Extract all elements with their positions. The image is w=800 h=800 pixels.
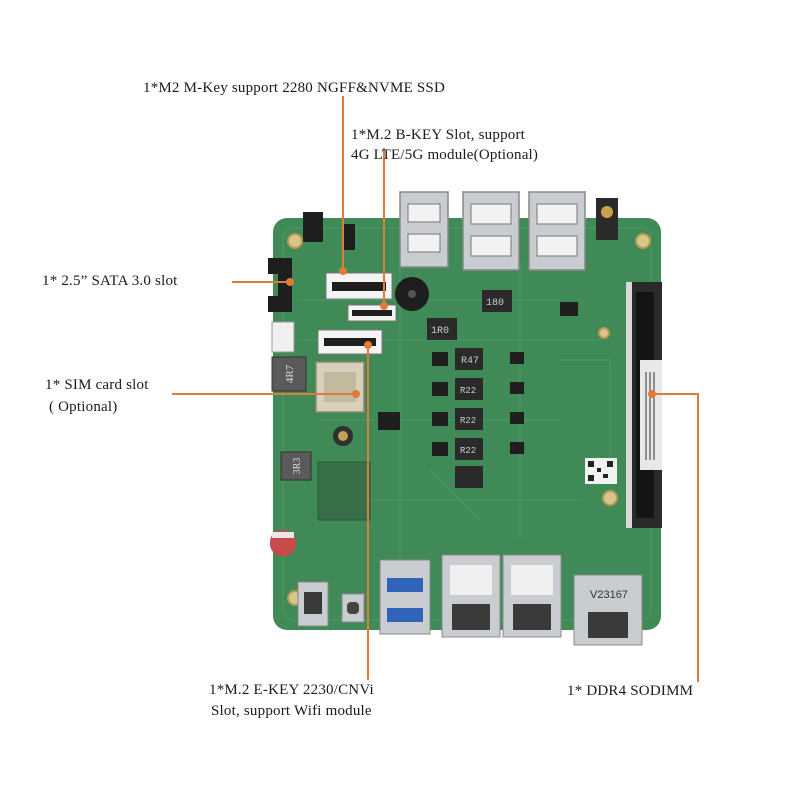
- sata-connector: [268, 258, 292, 312]
- lan-mark: V23167: [590, 589, 628, 601]
- mosfet-column: [378, 302, 578, 456]
- inductor-4r7: [271, 356, 307, 392]
- usb-port-top-2: [462, 191, 520, 271]
- processor-area: [317, 461, 371, 521]
- label-m2-bkey-line2: 4G LTE/5G module(Optional): [351, 147, 539, 163]
- label-m2-mkey: 1*M2 M-Key support 2280 NGFF&NVME SSD: [143, 80, 446, 96]
- label-sata: 1* 2.5” SATA 3.0 slot: [42, 273, 178, 289]
- m2-bkey-slot: [347, 304, 397, 322]
- leader-ddr4: [652, 393, 699, 682]
- lan-port-1: [441, 554, 501, 638]
- label-sim-line1: 1* SIM card slot: [45, 377, 149, 393]
- res-r22a-mark: R22: [460, 386, 476, 396]
- lan-port-2: [502, 554, 562, 638]
- hdmi-port: [297, 581, 329, 627]
- fan-header: [303, 212, 323, 242]
- label-sim-line2: ( Optional): [49, 399, 118, 415]
- leader-lines: [172, 96, 699, 682]
- header-pin-block: [343, 224, 355, 250]
- chip-3r3-mark: 3R3: [292, 458, 303, 475]
- label-m2-ekey-line1: 1*M.2 E-KEY 2230/CNVi: [209, 682, 374, 698]
- res-180-mark: 180: [486, 298, 504, 309]
- m2-ekey-slot: [317, 329, 383, 355]
- capacitor-electrolytic: [270, 530, 296, 556]
- power-connector: [271, 321, 295, 353]
- chip-4r7-mark: 4R7: [284, 364, 296, 383]
- sim-card-slot: [315, 361, 365, 413]
- lan-port-3: [573, 574, 643, 646]
- power-chokes: [427, 290, 512, 488]
- label-m2-bkey-line1: 1*M.2 B-KEY Slot, support: [351, 127, 526, 143]
- usb-port-top-3: [528, 191, 586, 271]
- mounting-holes: [287, 233, 651, 606]
- res-r47-mark: R47: [461, 356, 479, 367]
- inductor-3r3: [280, 451, 312, 481]
- res-r22b-mark: R22: [460, 416, 476, 426]
- label-ddr4: 1* DDR4 SODIMM: [567, 683, 694, 699]
- audio-jack: [596, 198, 618, 240]
- ddr4-sodimm-slot: [626, 282, 662, 528]
- m2-mkey-slot: [325, 272, 393, 300]
- usb3-port-bottom: [379, 559, 431, 635]
- qr-label: [585, 458, 617, 484]
- buzzer: [395, 277, 429, 311]
- leader-dots: [286, 267, 656, 398]
- usb-port-top-1: [399, 191, 449, 268]
- res-1r0-mark: 1R0: [431, 326, 449, 337]
- capacitor-top: [333, 426, 353, 446]
- label-m2-ekey-line2: Slot, support Wifi module: [211, 703, 372, 719]
- usb-c-port: [341, 593, 365, 623]
- res-r22c-mark: R22: [460, 446, 476, 456]
